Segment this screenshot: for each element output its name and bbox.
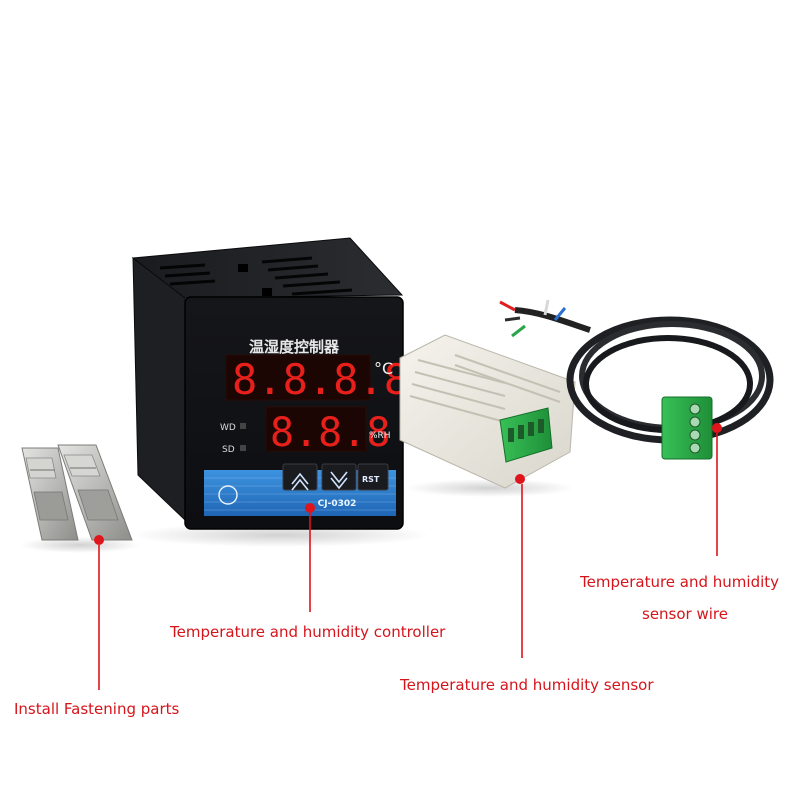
humidity-unit: %RH: [369, 431, 391, 441]
controller-title: 温湿度控制器: [249, 338, 340, 356]
reset-button[interactable]: RST: [357, 463, 389, 491]
wire-terminal-block: [661, 396, 713, 460]
callout-sensor-label: Temperature and humidity sensor: [400, 676, 654, 694]
controller: 温湿度控制器 8.8.8.8. °C WD SD 8.8.8 %RH: [130, 237, 434, 547]
humidity-display: [265, 406, 367, 452]
model-label: CJ-0302: [318, 499, 357, 509]
callout-fastening-label: Install Fastening parts: [14, 700, 180, 718]
temperature-unit: °C: [374, 359, 393, 378]
sensor-wire: [499, 299, 774, 460]
chevron-up-icon: [291, 472, 309, 491]
controller-side: [132, 256, 186, 522]
humidity-digits: 8.8.8: [270, 410, 390, 456]
sensor: [399, 334, 576, 497]
brand-logo-icon: [218, 485, 238, 505]
temperature-display: [225, 354, 371, 401]
callout-fastening-marker: [94, 535, 104, 690]
sensor-vents: [409, 354, 561, 423]
indicator-wd-led: [240, 423, 246, 429]
metal-clip-right: [57, 444, 133, 541]
down-button[interactable]: [321, 463, 357, 491]
callout-controller-label: Temperature and humidity controller: [170, 623, 446, 641]
chevron-down-icon: [330, 471, 348, 490]
callout-wire-label-line1: Temperature and humidity: [580, 573, 780, 591]
indicator-sd-label: SD: [222, 445, 235, 455]
fastening-parts: [20, 444, 140, 553]
callout-wire-marker: [712, 423, 722, 556]
callout-sensor-marker: [515, 474, 525, 658]
reset-button-label: RST: [362, 475, 380, 484]
indicator-wd-label: WD: [220, 423, 236, 433]
metal-clip-left: [21, 447, 79, 541]
vent-slots: [159, 256, 353, 296]
wire-ends: [499, 299, 567, 338]
callout-wire-label-line2: sensor wire: [642, 605, 728, 623]
up-button[interactable]: [282, 463, 318, 491]
callout-controller-marker: [305, 503, 315, 612]
indicator-sd-led: [240, 445, 246, 451]
